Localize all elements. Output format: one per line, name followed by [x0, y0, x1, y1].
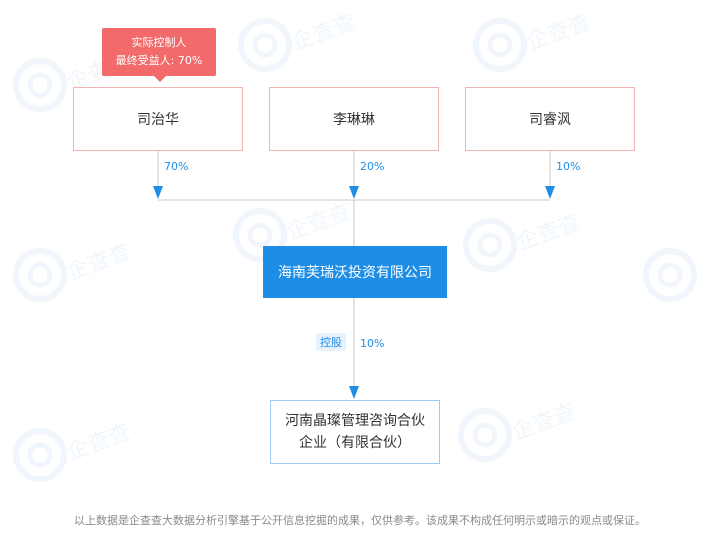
- sub-company-node[interactable]: 河南晶璨管理咨询合伙 企业（有限合伙）: [270, 400, 440, 464]
- actual-controller-tag: 实际控制人 最终受益人: 70%: [102, 28, 216, 82]
- arrow-down-icon: [153, 186, 163, 199]
- sub-company-name-line1: 河南晶璨管理咨询合伙: [285, 413, 425, 429]
- holding-tag: 控股: [316, 333, 346, 351]
- arrow-down-icon: [349, 386, 359, 399]
- shareholder-name: 李琳琳: [333, 112, 375, 128]
- shareholder-pct-1: 70%: [164, 160, 189, 173]
- holding-pct: 10%: [360, 337, 385, 350]
- sub-company-name-line2: 企业（有限合伙）: [299, 435, 411, 451]
- shareholder-name: 司睿沨: [529, 112, 571, 128]
- shareholder-pct-3: 10%: [556, 160, 581, 173]
- arrow-down-icon: [349, 186, 359, 199]
- main-company-name: 海南芙瑞沃投资有限公司: [278, 265, 432, 281]
- disclaimer-footer: 以上数据是企查查大数据分析引擎基于公开信息挖掘的成果，仅供参考。该成果不构成任何…: [74, 514, 646, 527]
- shareholder-pct-2: 20%: [360, 160, 385, 173]
- shareholder-name: 司治华: [137, 112, 179, 128]
- controller-tag-line1: 实际控制人: [131, 36, 187, 49]
- controller-tag-line2: 最终受益人: 70%: [115, 54, 203, 67]
- shareholder-node-2[interactable]: 李琳琳: [269, 87, 439, 151]
- main-company-node[interactable]: 海南芙瑞沃投资有限公司: [263, 246, 447, 298]
- arrow-down-icon: [545, 186, 555, 199]
- shareholder-node-1[interactable]: 司治华: [73, 87, 243, 151]
- shareholder-node-3[interactable]: 司睿沨: [465, 87, 635, 151]
